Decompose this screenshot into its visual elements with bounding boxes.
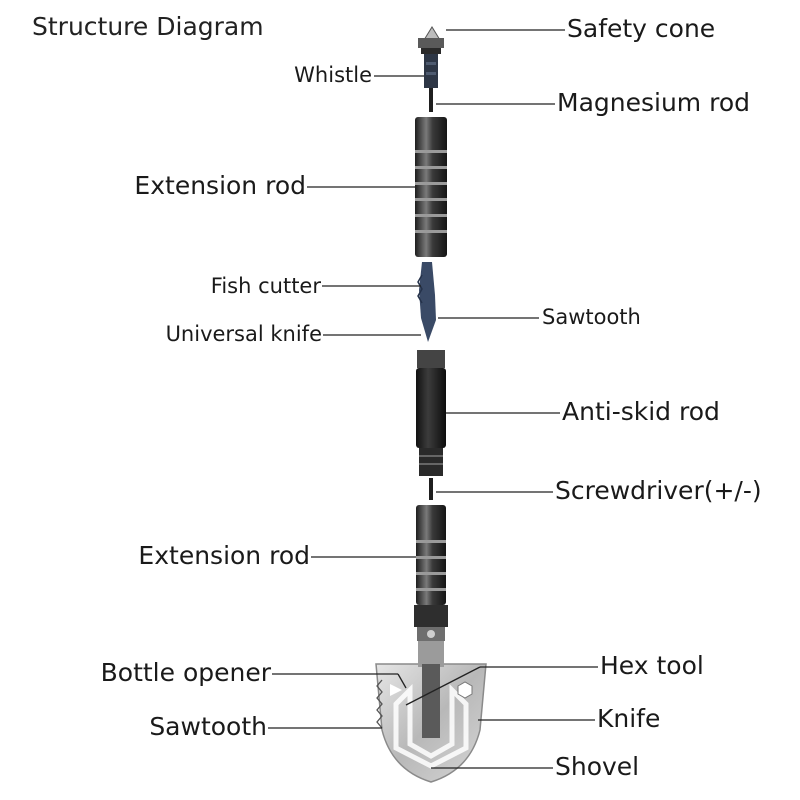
label-hex-tool: Hex tool [600, 651, 704, 680]
extension-rod-bottom-part [414, 505, 448, 641]
magnesium-rod-part [429, 88, 433, 112]
label-extension-rod-bottom: Extension rod [138, 541, 310, 570]
screwdriver-part [429, 478, 433, 500]
extension-rod-top-part [415, 117, 447, 257]
safety-cone-part [418, 26, 444, 54]
label-screwdriver: Screwdriver(+/-) [555, 476, 762, 505]
label-sawtooth-blade: Sawtooth [542, 305, 641, 329]
label-universal-knife: Universal knife [165, 322, 322, 346]
diagram-title: Structure Diagram [32, 12, 264, 41]
whistle-part [424, 54, 438, 88]
anti-skid-rod-part [416, 350, 446, 476]
label-extension-rod-top: Extension rod [134, 171, 306, 200]
label-safety-cone: Safety cone [567, 14, 716, 43]
leader-lines [268, 29, 598, 769]
knife-blade-part [417, 262, 436, 342]
label-shovel: Shovel [555, 752, 640, 781]
leader-bottle-opener-diag [397, 673, 407, 689]
label-knife: Knife [597, 704, 661, 733]
label-sawtooth-shovel: Sawtooth [149, 712, 267, 741]
label-fish-cutter: Fish cutter [210, 274, 321, 298]
label-magnesium-rod: Magnesium rod [557, 88, 750, 117]
label-bottle-opener: Bottle opener [100, 658, 271, 687]
shovel-head-part [375, 641, 487, 783]
label-anti-skid-rod: Anti-skid rod [562, 397, 720, 426]
label-whistle: Whistle [294, 63, 372, 87]
leader-hex-tool-diag [405, 666, 481, 706]
